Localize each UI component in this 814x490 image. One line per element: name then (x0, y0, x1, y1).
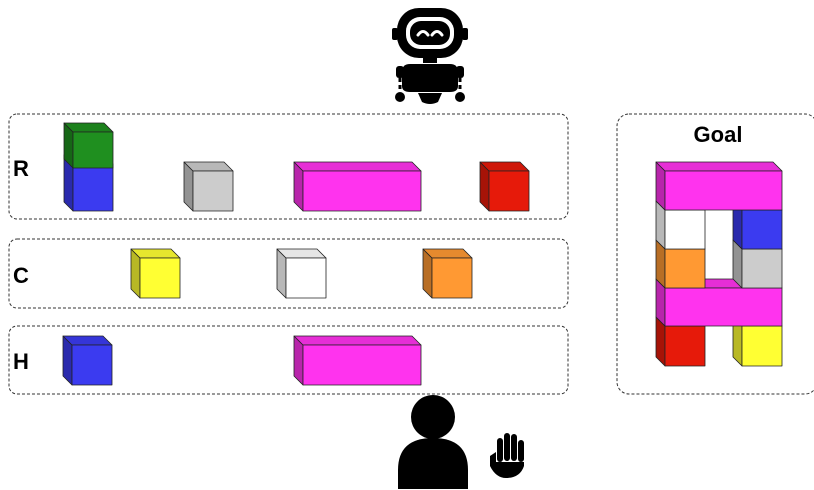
gray-block (183, 161, 234, 212)
goal-box (616, 113, 814, 395)
blue-block (62, 335, 113, 386)
green-block (63, 122, 114, 169)
person-icon (398, 395, 468, 489)
row-label-c: C (13, 263, 29, 288)
white-block (276, 248, 327, 299)
row-box-h (8, 325, 569, 395)
row-box-c (8, 238, 569, 309)
hand-icon (490, 433, 524, 478)
goal-title: Goal (694, 122, 743, 147)
yellow-block (130, 248, 181, 299)
row-label-r: R (13, 156, 29, 181)
goal-magenta-long-block (655, 161, 783, 211)
robot-icon (392, 8, 468, 104)
magenta-long-block (293, 335, 422, 386)
red-block (479, 161, 530, 212)
magenta-long-block (293, 161, 422, 212)
orange-block (422, 248, 473, 299)
row-box-r (8, 113, 569, 220)
row-label-h: H (13, 349, 29, 374)
